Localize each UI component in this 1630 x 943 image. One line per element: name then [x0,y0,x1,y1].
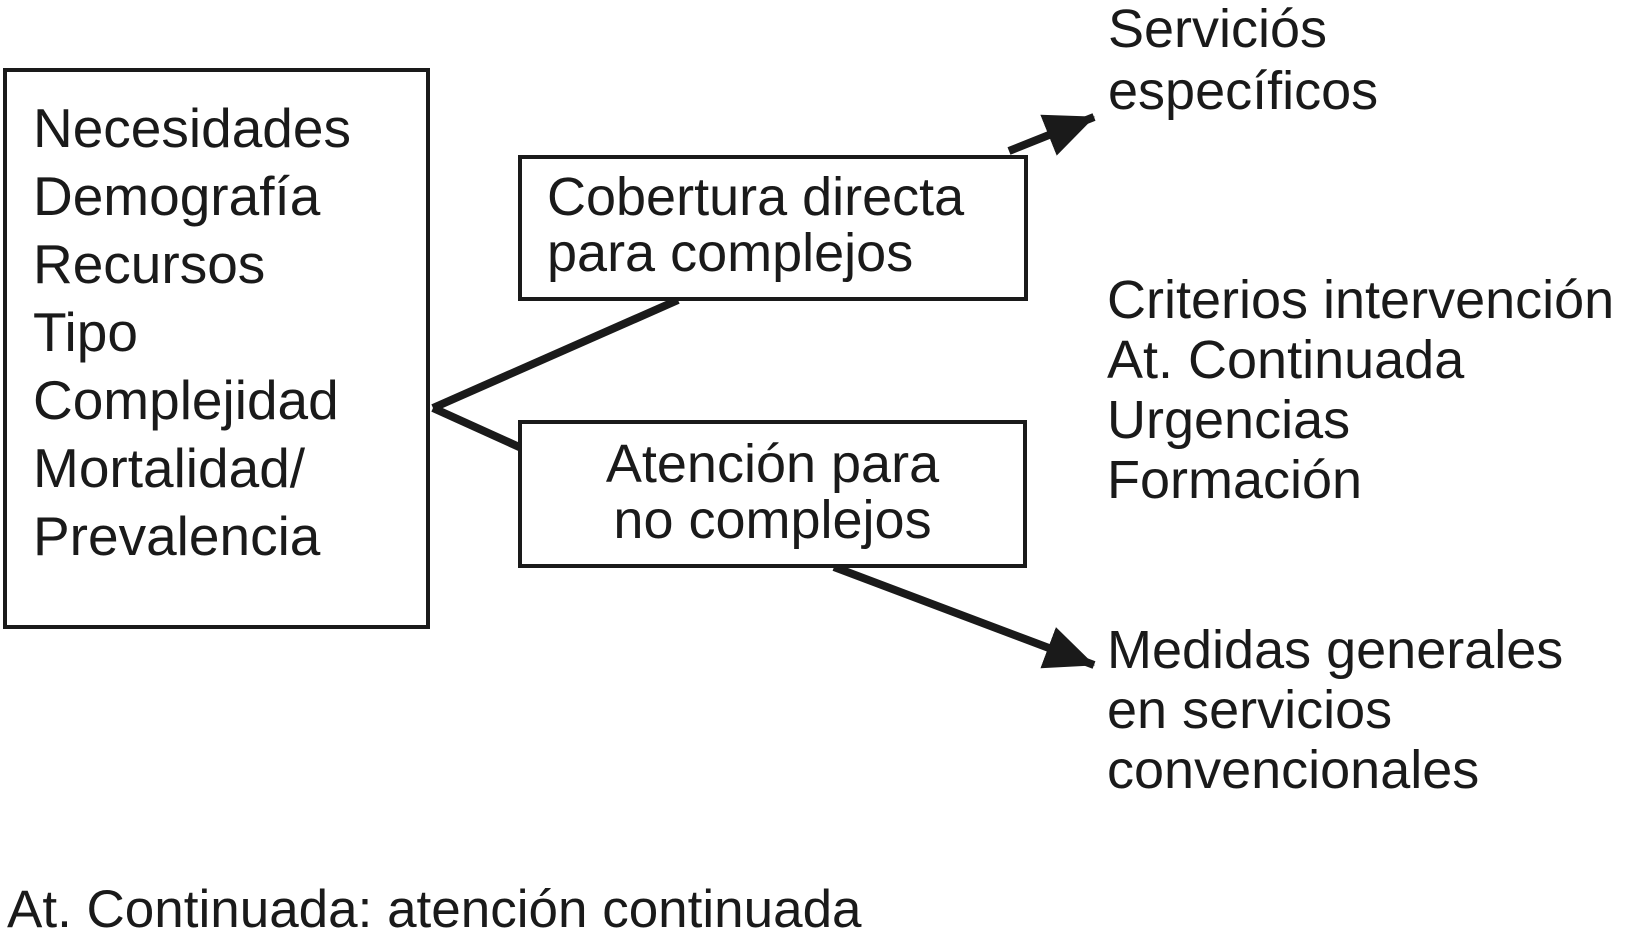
factor-line: Demografía [33,165,321,227]
outcome-line: Serviciós [1108,0,1328,59]
outcome-servicios-especificos: Serviciós específicos [1108,0,1378,122]
footnote-abbreviation: At. Continuada: atención continuada [7,880,862,939]
needs-factors-box: Necesidades Demografía Recursos Tipo Com… [3,68,430,629]
outcome-medidas-generales: Medidas generales en servicios convencio… [1107,620,1563,800]
arrow-atencion-to-medidas [832,563,1096,669]
outcome-line: Urgencias [1107,390,1351,450]
box-text-line: Cobertura directa [547,167,965,227]
arrow-cobertura-to-servicios [1007,113,1096,156]
outcome-line: en servicios [1107,680,1393,740]
outcome-criterios-intervencion: Criterios intervención At. Continuada Ur… [1107,270,1614,510]
atencion-no-complejos-box: Atención para no complejos [518,420,1027,568]
factor-line: Recursos [33,233,266,295]
box-text-line: para complejos [547,223,914,283]
outcome-line: específicos [1108,61,1379,121]
connector-left-to-cobertura [431,296,680,412]
outcome-line: Criterios intervención [1107,270,1615,330]
factor-line: Complejidad [33,369,339,431]
box-text-line: no complejos [613,490,932,550]
outcome-line: Medidas generales [1107,620,1564,680]
box-text-line: Atención para [605,434,940,494]
factor-line: Necesidades [33,97,351,159]
factor-line: Prevalencia [33,505,321,567]
cobertura-directa-box: Cobertura directa para complejos [518,155,1028,301]
outcome-line: At. Continuada [1107,330,1465,390]
factor-line: Mortalidad/ [33,437,306,499]
factor-line: Tipo [33,301,138,363]
connector-left-to-atencion [431,404,530,455]
outcome-line: convencionales [1107,740,1480,800]
outcome-line: Formación [1107,450,1363,510]
